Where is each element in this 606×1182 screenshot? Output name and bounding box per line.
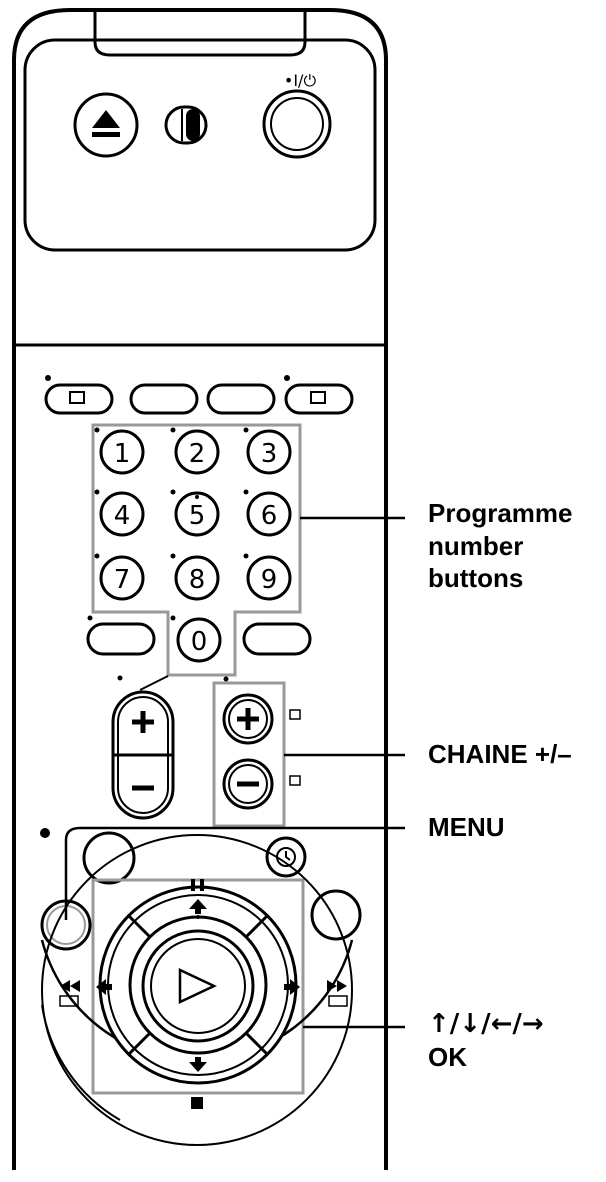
teletext-down-icon <box>289 775 301 786</box>
chaine-plus-button[interactable] <box>222 693 274 745</box>
down-arrow-icon <box>189 1057 207 1072</box>
number-label-0: 0 <box>191 627 208 657</box>
blank-button-1[interactable] <box>129 383 199 415</box>
pause-icon <box>191 879 204 891</box>
leader-menu <box>64 826 405 920</box>
number-button-7[interactable] <box>94 553 145 601</box>
eject-icon <box>92 110 120 128</box>
extra-right-button[interactable] <box>310 889 362 941</box>
callout-chaine: CHAINE +/– <box>428 739 572 769</box>
power-button[interactable] <box>262 89 332 159</box>
plus-icon <box>237 708 259 730</box>
right-arrow-icon <box>284 979 300 995</box>
number-button-4[interactable] <box>94 489 145 537</box>
right-oval-button[interactable] <box>242 622 312 656</box>
display-button[interactable] <box>82 831 136 885</box>
number-label-7: 7 <box>114 565 131 595</box>
callout-programme-line2: number <box>428 530 524 561</box>
power-label: •I/⏻ <box>284 71 317 90</box>
indicator-dot <box>40 828 50 838</box>
play-icon <box>178 968 217 1004</box>
callout-menu: MENU <box>428 812 505 842</box>
ok-play-button[interactable] <box>141 929 255 1043</box>
fast-forward-icon <box>327 980 348 1007</box>
number-button-9[interactable] <box>243 553 292 601</box>
callout-arrows-line1: ↑/↓/←/→ <box>428 1009 544 1039</box>
number-button-2[interactable] <box>170 427 220 475</box>
number-label-3: 3 <box>261 439 278 469</box>
eject-button[interactable] <box>73 92 139 158</box>
callout-programme-number-buttons: Programme number buttons <box>428 497 573 595</box>
volume-rocker[interactable] <box>111 690 175 820</box>
number-button-6[interactable] <box>243 489 292 537</box>
number-label-4: 4 <box>114 501 131 531</box>
volume-plus-icon <box>132 711 154 733</box>
input-left-button[interactable] <box>44 383 114 415</box>
number-button-0[interactable] <box>170 615 222 663</box>
function-button-row <box>44 375 354 415</box>
rewind-icon <box>59 980 80 1007</box>
number-button-8[interactable] <box>170 553 220 601</box>
number-button-1[interactable] <box>94 427 145 475</box>
top-panel <box>23 38 377 252</box>
callout-programme-line3: buttons <box>428 563 524 593</box>
number-button-5[interactable] <box>170 489 220 537</box>
blank-button-2[interactable] <box>206 383 276 415</box>
callout-arrows-ok: ↑/↓/←/→ OK <box>428 1008 544 1073</box>
number-label-2: 2 <box>189 439 206 469</box>
navigation-frame <box>91 878 305 1095</box>
number-button-3[interactable] <box>243 427 292 475</box>
up-arrow-icon <box>189 899 207 914</box>
input-right-button[interactable] <box>284 383 354 415</box>
callout-arrows-line2: OK <box>428 1041 467 1072</box>
number-label-5: 5 <box>189 501 206 531</box>
number-label-9: 9 <box>261 565 278 595</box>
top-slot <box>93 12 307 57</box>
left-oval-button[interactable] <box>86 622 156 656</box>
number-pad-frame <box>91 423 302 677</box>
number-label-8: 8 <box>189 565 206 595</box>
chaine-minus-button[interactable] <box>222 758 274 810</box>
callout-programme-line1: Programme <box>428 498 573 528</box>
timer-button[interactable] <box>265 836 307 878</box>
number-label-1: 1 <box>114 439 131 469</box>
number-label-6: 6 <box>261 501 278 531</box>
teletext-up-icon <box>289 709 301 720</box>
left-arrow-icon <box>96 979 112 995</box>
stop-icon <box>191 1097 203 1109</box>
mode-switch[interactable] <box>164 105 208 145</box>
